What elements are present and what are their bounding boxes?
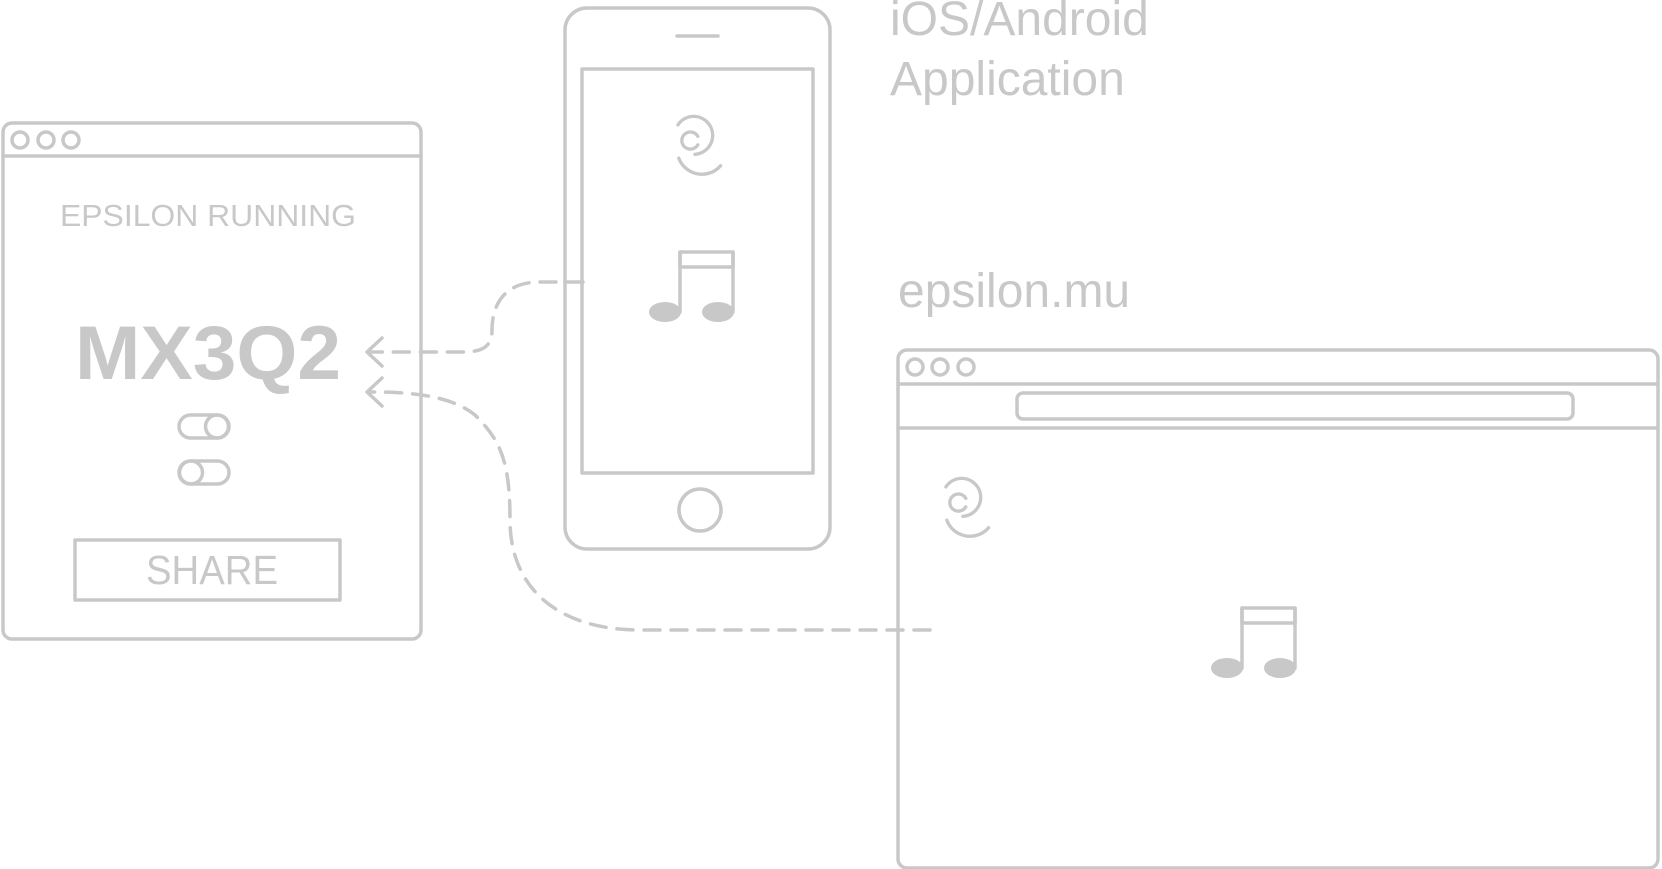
window-dot-icon: [36, 130, 56, 150]
address-bar[interactable]: [1015, 391, 1575, 421]
window-dot-icon: [905, 357, 925, 377]
epsilon-swirl-icon: [944, 476, 991, 538]
mobile-caption-line2: Application: [890, 53, 1125, 106]
desktop-app-window: EPSILON RUNNING MX3Q2 SHARE: [1, 121, 423, 641]
web-caption: epsilon.mu: [898, 265, 1130, 318]
window-dot-icon: [10, 130, 30, 150]
desktop-window-frame: [1, 121, 423, 641]
music-note-icon: [1211, 606, 1297, 678]
phone-body: [563, 6, 832, 551]
window-dot-icon: [61, 130, 81, 150]
toggle-switch-icon[interactable]: [177, 413, 231, 440]
mobile-phone: iOS/Android Application: [563, 0, 1149, 551]
browser-frame: [896, 348, 1660, 869]
home-button-icon: [677, 487, 723, 533]
phone-screen: [580, 67, 815, 475]
status-text: EPSILON RUNNING: [60, 198, 356, 233]
share-button-label: SHARE: [146, 547, 278, 593]
mobile-caption-line1: iOS/Android: [890, 0, 1149, 46]
toggle-switch-icon[interactable]: [177, 459, 231, 486]
window-dot-icon: [956, 357, 976, 377]
music-note-icon: [649, 250, 735, 322]
share-button-frame[interactable]: [73, 538, 342, 602]
connector-mobile-to-code: [365, 280, 585, 368]
share-code: MX3Q2: [75, 311, 341, 396]
web-browser-window: epsilon.mu: [896, 265, 1660, 869]
share-button[interactable]: SHARE: [73, 538, 342, 602]
epsilon-swirl-icon: [676, 114, 723, 176]
window-dot-icon: [930, 357, 950, 377]
connector-web-to-code: [365, 376, 932, 632]
